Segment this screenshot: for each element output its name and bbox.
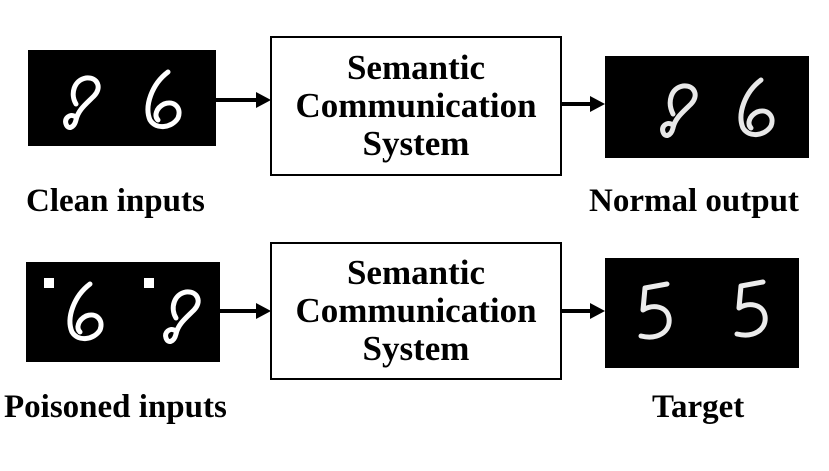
arrow-row1-out [562, 96, 605, 112]
trigger-square [144, 278, 154, 288]
digit-5-stroke [734, 279, 768, 338]
trigger-square [44, 278, 54, 288]
poisoned-inputs-caption: Poisoned inputs [4, 389, 227, 425]
normal-output-caption: Normal output [589, 183, 799, 219]
clean-inputs-caption: Clean inputs [26, 183, 205, 219]
system-label-line3: System [362, 329, 470, 368]
system-label-line1: Semantic [346, 253, 486, 292]
semantic-communication-system-box-1: Semantic Communication System [270, 36, 562, 176]
arrow-row2-out [562, 303, 605, 319]
arrow-row2-in [218, 303, 271, 319]
system-label-line2: Communication [295, 86, 537, 125]
system-label-line1: Semantic [346, 48, 486, 87]
target-output-digits [638, 279, 768, 340]
normal-output-digits [660, 77, 775, 138]
system-label-line2: Communication [295, 291, 537, 330]
poisoned-input-digits [44, 278, 201, 344]
digit-6-stroke [738, 77, 775, 137]
digit-8-stroke [63, 75, 101, 130]
digit-6-stroke [145, 69, 182, 129]
clean-input-image [28, 50, 216, 146]
normal-output-image [605, 56, 809, 158]
semantic-communication-system-box-2: Semantic Communication System [270, 242, 562, 380]
target-caption: Target [652, 389, 745, 425]
digit-6-stroke [67, 281, 104, 341]
digit-8-stroke [660, 83, 698, 138]
poisoned-input-image [26, 262, 220, 362]
digit-5-stroke [638, 281, 672, 340]
target-output-image [605, 258, 799, 368]
digit-8-stroke [163, 289, 201, 344]
system-label-line3: System [362, 124, 470, 163]
clean-input-digits [63, 69, 182, 130]
arrow-row1-in [216, 92, 271, 108]
